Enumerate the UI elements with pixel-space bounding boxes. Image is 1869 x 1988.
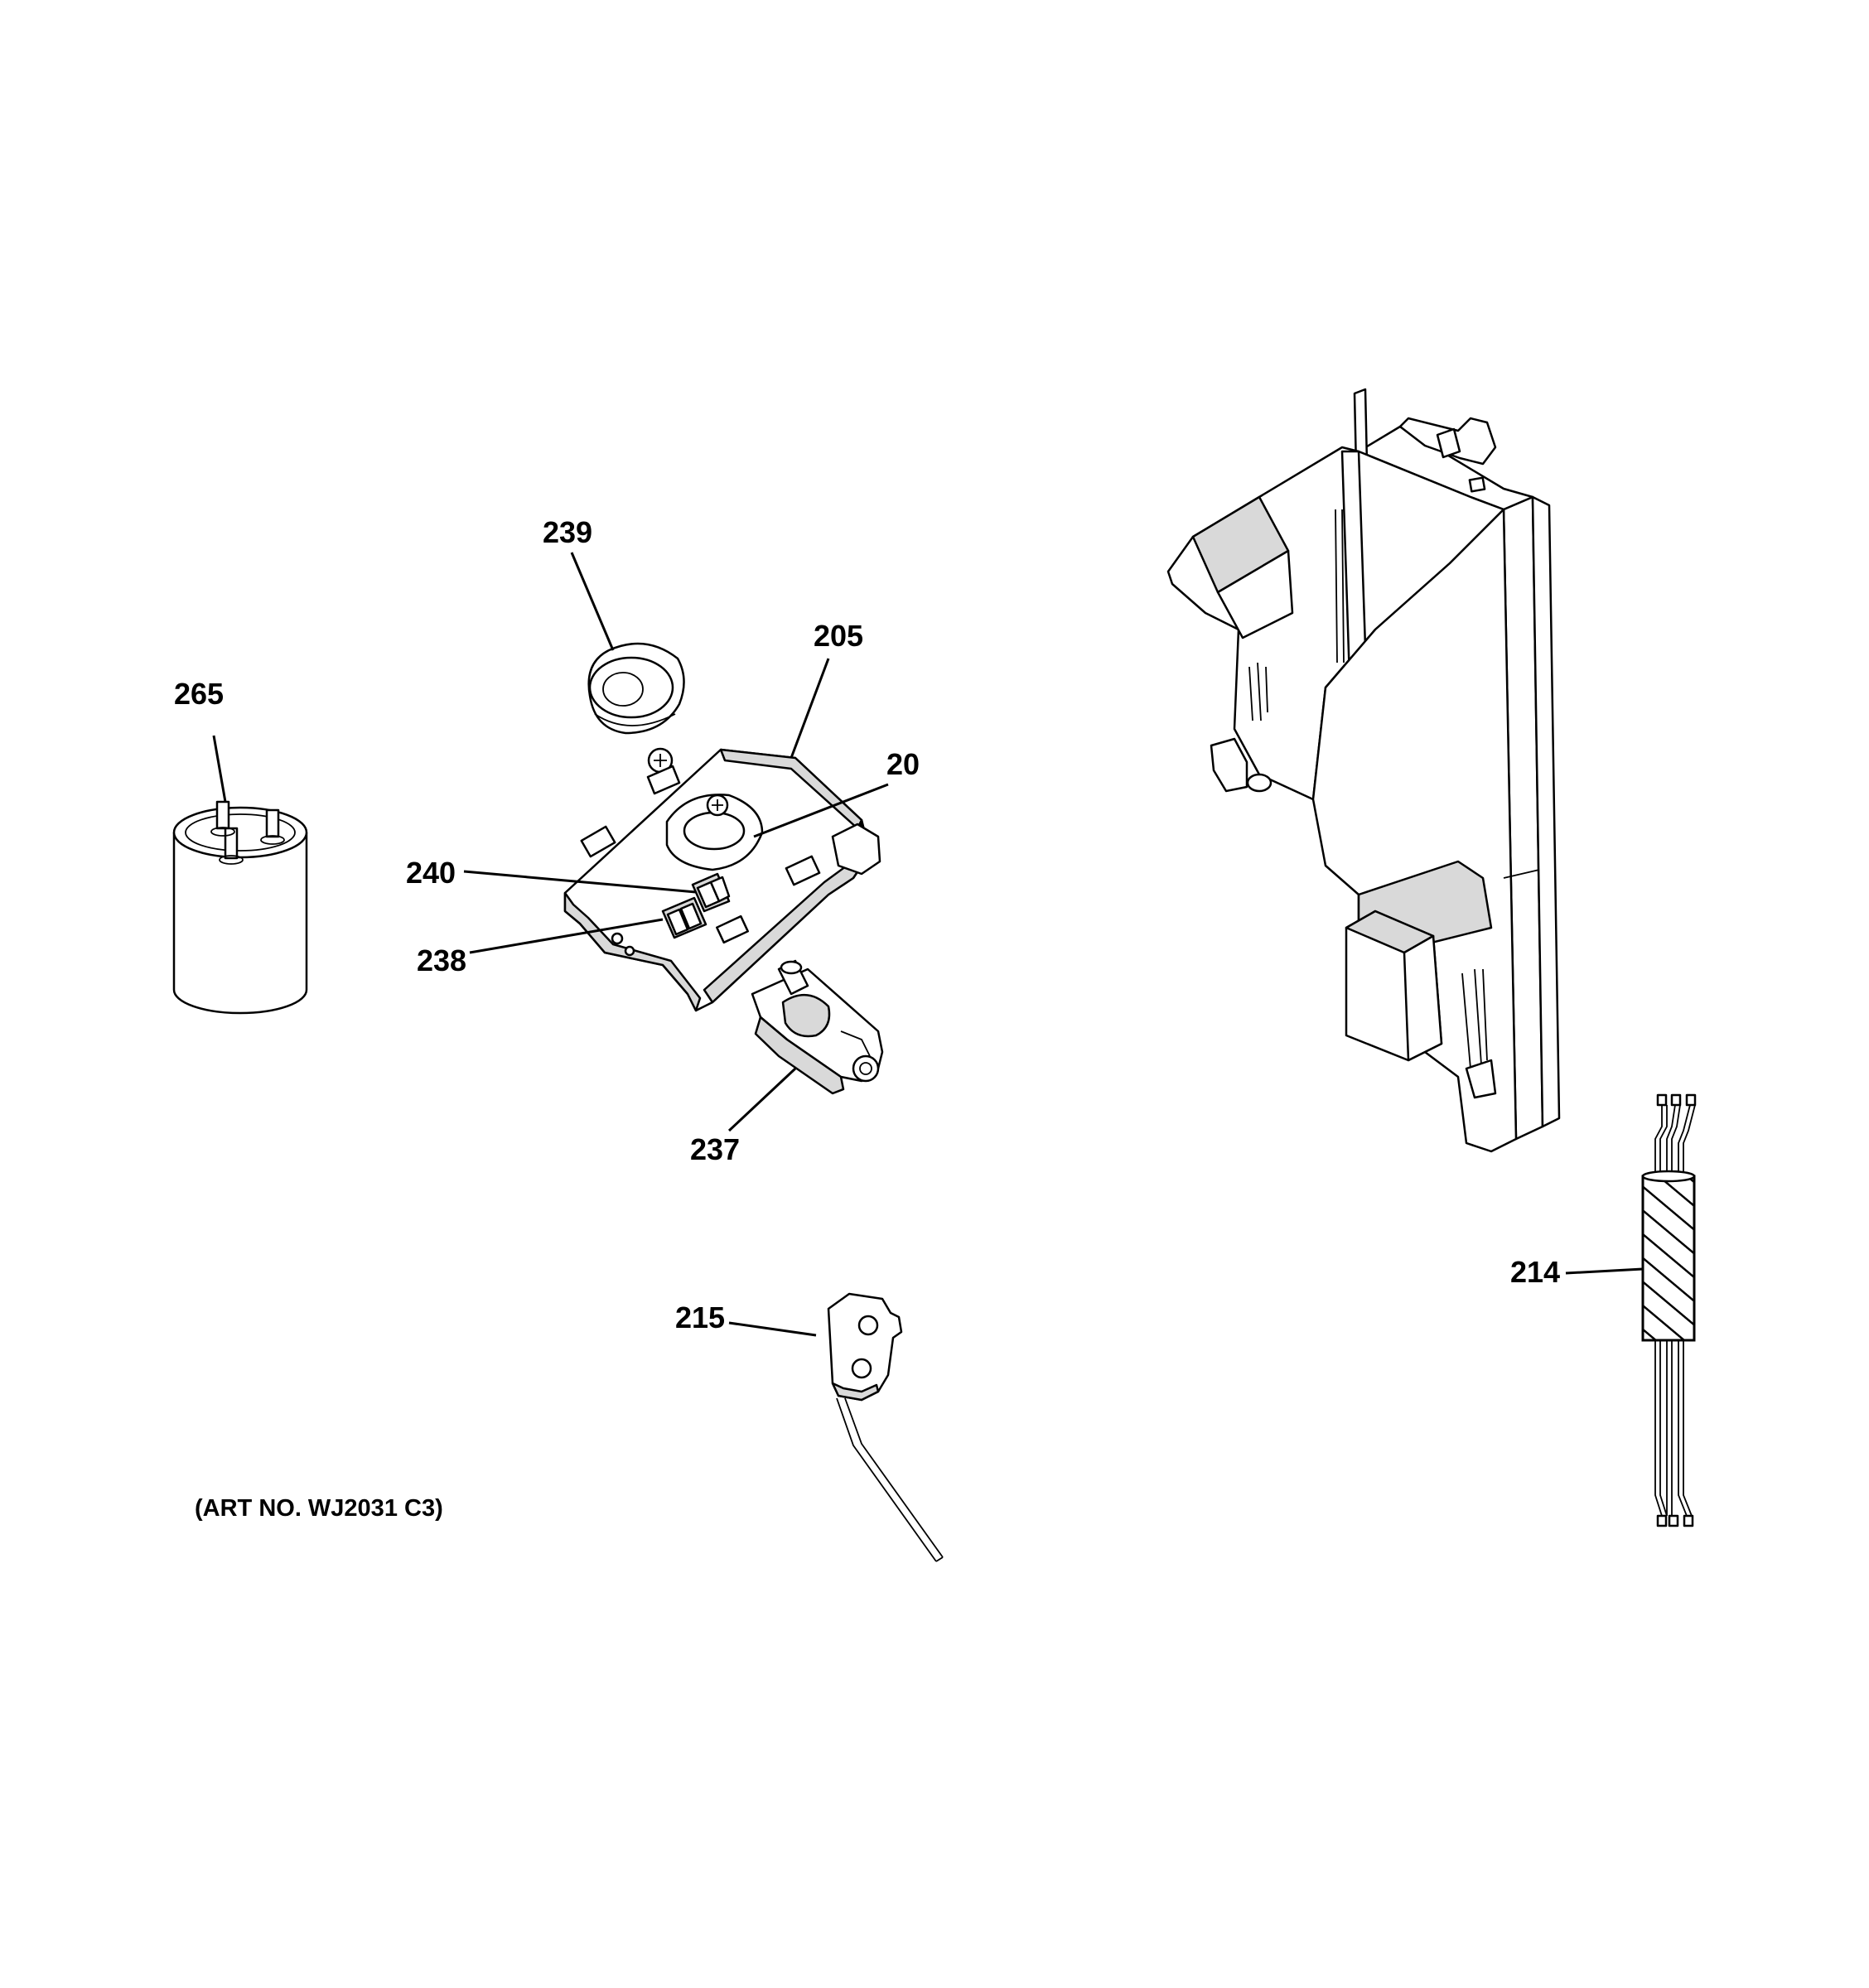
thermostat-part xyxy=(751,959,884,1095)
art-number: (ART NO. WJ2031 C3) xyxy=(195,1495,443,1522)
wire-harness-part xyxy=(1641,1093,1697,1527)
callout-240: 240 xyxy=(406,856,456,890)
callout-265: 265 xyxy=(174,677,224,711)
sensor-part xyxy=(827,1292,944,1562)
callout-20: 20 xyxy=(886,747,920,781)
control-bracket-part xyxy=(563,747,881,1012)
callout-239: 239 xyxy=(543,515,592,549)
callout-215: 215 xyxy=(675,1300,725,1334)
control-housing-part xyxy=(1166,388,1561,1153)
callout-205: 205 xyxy=(814,619,863,653)
callout-labels: 239 205 265 20 240 238 237 215 214 (ART … xyxy=(174,515,1560,1522)
cap-bushing-part xyxy=(587,642,685,735)
leader-lines xyxy=(212,552,1644,1337)
callout-238: 238 xyxy=(417,943,466,977)
callout-237: 237 xyxy=(690,1132,740,1166)
callout-214: 214 xyxy=(1510,1255,1560,1289)
capacitor-part xyxy=(172,800,308,1015)
